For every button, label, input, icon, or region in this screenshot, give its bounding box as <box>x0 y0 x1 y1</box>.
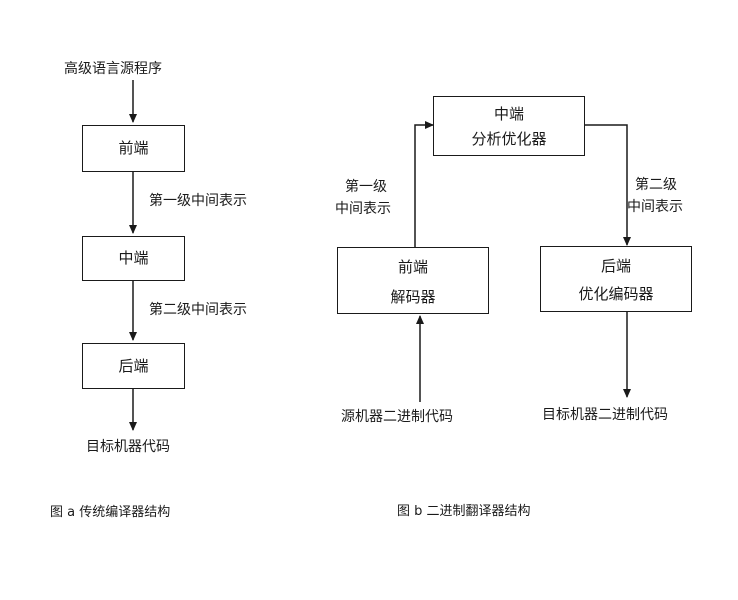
target-code-label: 目标机器代码 <box>86 439 170 455</box>
back-end-encoder-box: 后端 优化编码器 <box>540 246 692 312</box>
ir1-label-line1: 第一级 <box>345 179 387 195</box>
arrow-decoder-to-middle <box>414 121 434 247</box>
front-end-decoder-box: 前端 解码器 <box>337 247 489 314</box>
front-end-decoder-title: 前端 <box>397 258 428 276</box>
target-binary-label: 目标机器二进制代码 <box>542 407 668 423</box>
analysis-optimizer-label: 分析优化器 <box>471 130 547 148</box>
ir2-label-line1: 第二级 <box>635 177 677 193</box>
middle-end-box: 中端 <box>82 236 185 281</box>
middle-end-label: 中端 <box>118 249 149 267</box>
back-end-box: 后端 <box>82 343 185 389</box>
ir2-label: 第二级中间表示 <box>149 302 247 318</box>
analysis-optimizer-title: 中端 <box>493 105 524 123</box>
caption-b: 图 b 二进制翻译器结构 <box>397 504 531 519</box>
ir1-label-line2: 中间表示 <box>335 201 391 217</box>
analysis-optimizer-box: 中端 分析优化器 <box>433 96 585 156</box>
source-binary-label: 源机器二进制代码 <box>341 409 453 425</box>
source-program-label: 高级语言源程序 <box>64 61 162 77</box>
back-end-encoder-label: 优化编码器 <box>578 285 654 303</box>
back-end-label: 后端 <box>118 357 149 375</box>
caption-a: 图 a 传统编译器结构 <box>50 505 171 520</box>
front-end-decoder-label: 解码器 <box>390 288 436 306</box>
ir2-label-line2: 中间表示 <box>627 199 683 215</box>
front-end-box: 前端 <box>82 125 185 172</box>
front-end-label: 前端 <box>118 139 149 157</box>
ir1-label: 第一级中间表示 <box>149 193 247 209</box>
back-end-encoder-title: 后端 <box>600 257 631 275</box>
arrow-middle-to-encoder <box>585 124 631 246</box>
